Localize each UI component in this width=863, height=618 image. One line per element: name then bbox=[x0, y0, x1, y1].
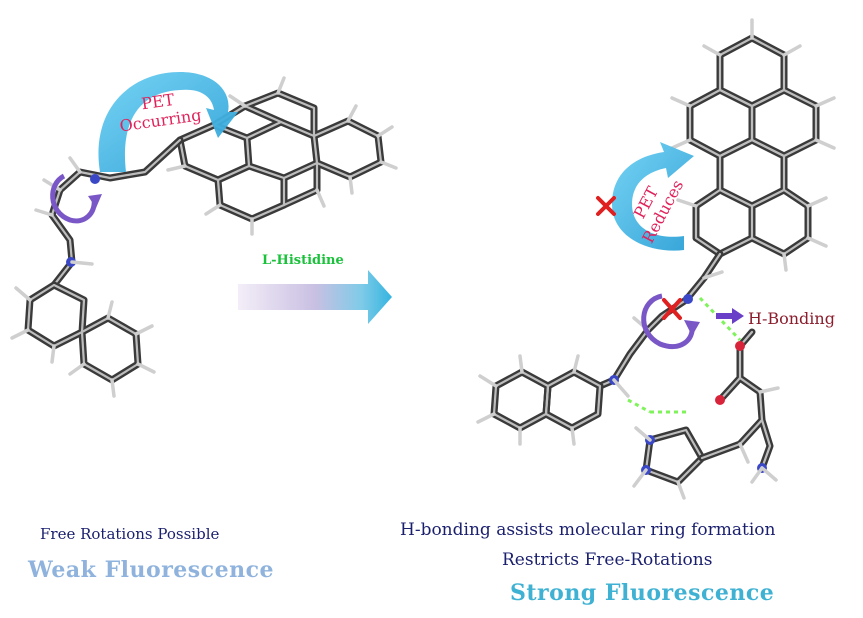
hbond-dash-upper bbox=[698, 296, 742, 342]
left-rotation-arrow bbox=[50, 173, 97, 224]
reagent-label: L-Histidine bbox=[262, 253, 344, 268]
left-caption-rotation: Free Rotations Possible bbox=[40, 525, 220, 543]
hbond-dash-lower bbox=[627, 398, 651, 414]
left-rotation-arrowhead bbox=[88, 194, 102, 208]
right-molecule bbox=[476, 18, 836, 500]
right-caption-fluorescence: Strong Fluorescence bbox=[510, 580, 775, 606]
left-pet-arrow bbox=[98, 72, 238, 172]
right-caption-hbonding: H-bonding assists molecular ring formati… bbox=[400, 520, 776, 540]
hbond-label: H-Bonding bbox=[748, 309, 835, 328]
left-imine-nitrogen bbox=[90, 174, 100, 184]
right-rotation-arrow bbox=[641, 293, 695, 350]
hbond-pointer bbox=[716, 308, 744, 324]
reaction-arrow bbox=[238, 270, 392, 324]
right-imine-nitrogen bbox=[683, 294, 693, 304]
right-rotation-arrowhead bbox=[684, 320, 700, 336]
left-molecule bbox=[10, 76, 398, 398]
right-caption-restricts: Restricts Free-Rotations bbox=[502, 550, 713, 570]
rotation-block-mark bbox=[662, 298, 682, 320]
left-caption-fluorescence: Weak Fluorescence bbox=[28, 557, 274, 583]
right-pet-arrow bbox=[612, 142, 694, 251]
pet-block-mark bbox=[596, 196, 616, 216]
